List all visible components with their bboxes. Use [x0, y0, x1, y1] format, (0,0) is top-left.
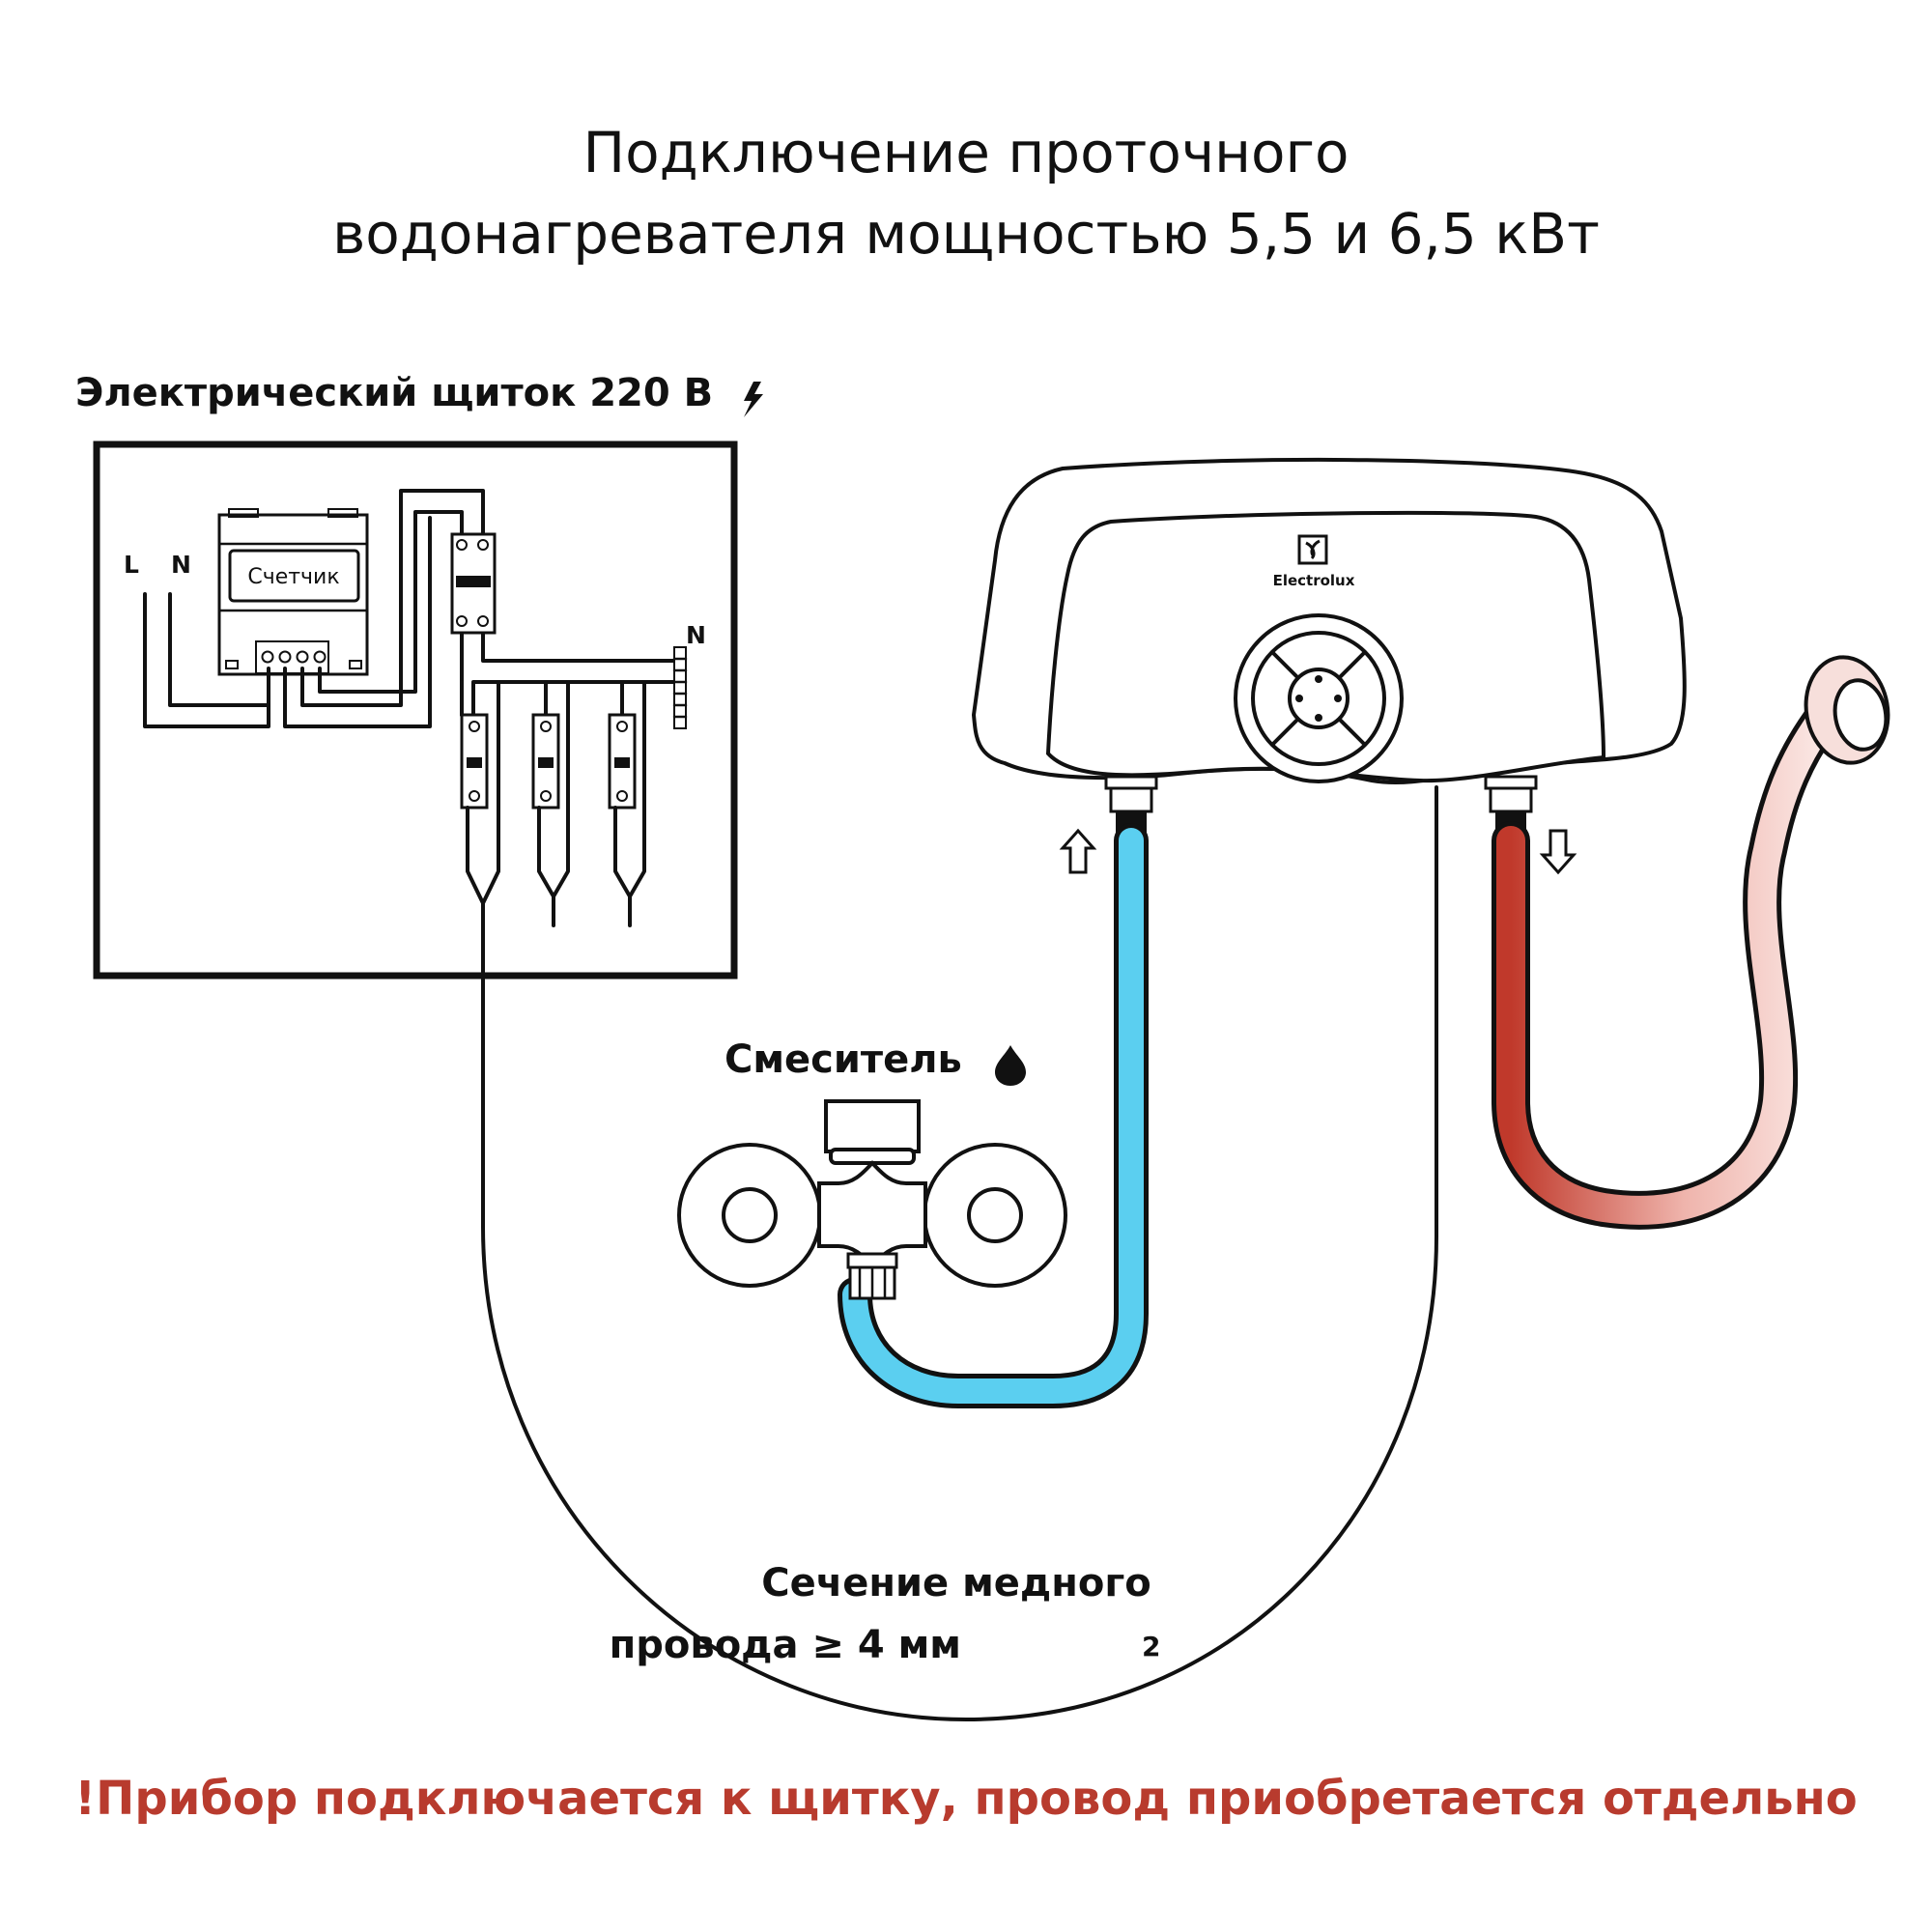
wire-label-superscript: 2: [1142, 1631, 1160, 1662]
outgoing-cables: [466, 680, 646, 978]
brand-label: Electrolux: [1273, 572, 1355, 589]
panel-heading: Электрический щиток 220 В: [75, 371, 713, 415]
power-cable: [481, 785, 1438, 1721]
water-drop-icon: [995, 1045, 1026, 1086]
mixer-label: Смеситель: [724, 1037, 962, 1082]
lightning-icon: [744, 382, 763, 417]
neutral-label: N: [171, 551, 191, 579]
hot-water-outlet: [1484, 775, 1538, 840]
cold-water-inlet: [1104, 775, 1158, 840]
mixer-faucet: [677, 1099, 1067, 1300]
main-breaker: [450, 532, 497, 635]
circuit-breaker-2: [531, 713, 560, 810]
page-title-line-1: Подключение проточного: [583, 120, 1350, 185]
control-knob[interactable]: [1234, 613, 1404, 783]
electrical-panel: L N Счетчик: [93, 440, 738, 980]
neutral-busbar: N: [672, 621, 706, 729]
shower-head: [1804, 655, 1890, 765]
wire-label-line-1: Сечение медного: [761, 1561, 1151, 1605]
meter-label: Счетчик: [247, 565, 339, 589]
circuit-breaker-1: [460, 713, 489, 810]
phase-label: L: [124, 551, 139, 579]
warning-text: !Прибор подключается к щитку, провод при…: [74, 1772, 1857, 1826]
page-title-line-2: водонагревателя мощностью 5,5 и 6,5 кВт: [332, 201, 1600, 267]
electrolux-logo-icon: [1297, 534, 1328, 565]
water-heater: Electrolux: [971, 457, 1687, 784]
circuit-breaker-3: [608, 713, 637, 810]
panel-wiring: [143, 489, 678, 728]
electric-meter: Счетчик: [217, 508, 369, 676]
hot-water-down-arrow: [1539, 829, 1577, 875]
cold-water-up-arrow: [1059, 828, 1097, 874]
wire-label-line-2: провода ≥ 4 мм: [610, 1623, 961, 1667]
busbar-neutral-label: N: [686, 621, 706, 649]
